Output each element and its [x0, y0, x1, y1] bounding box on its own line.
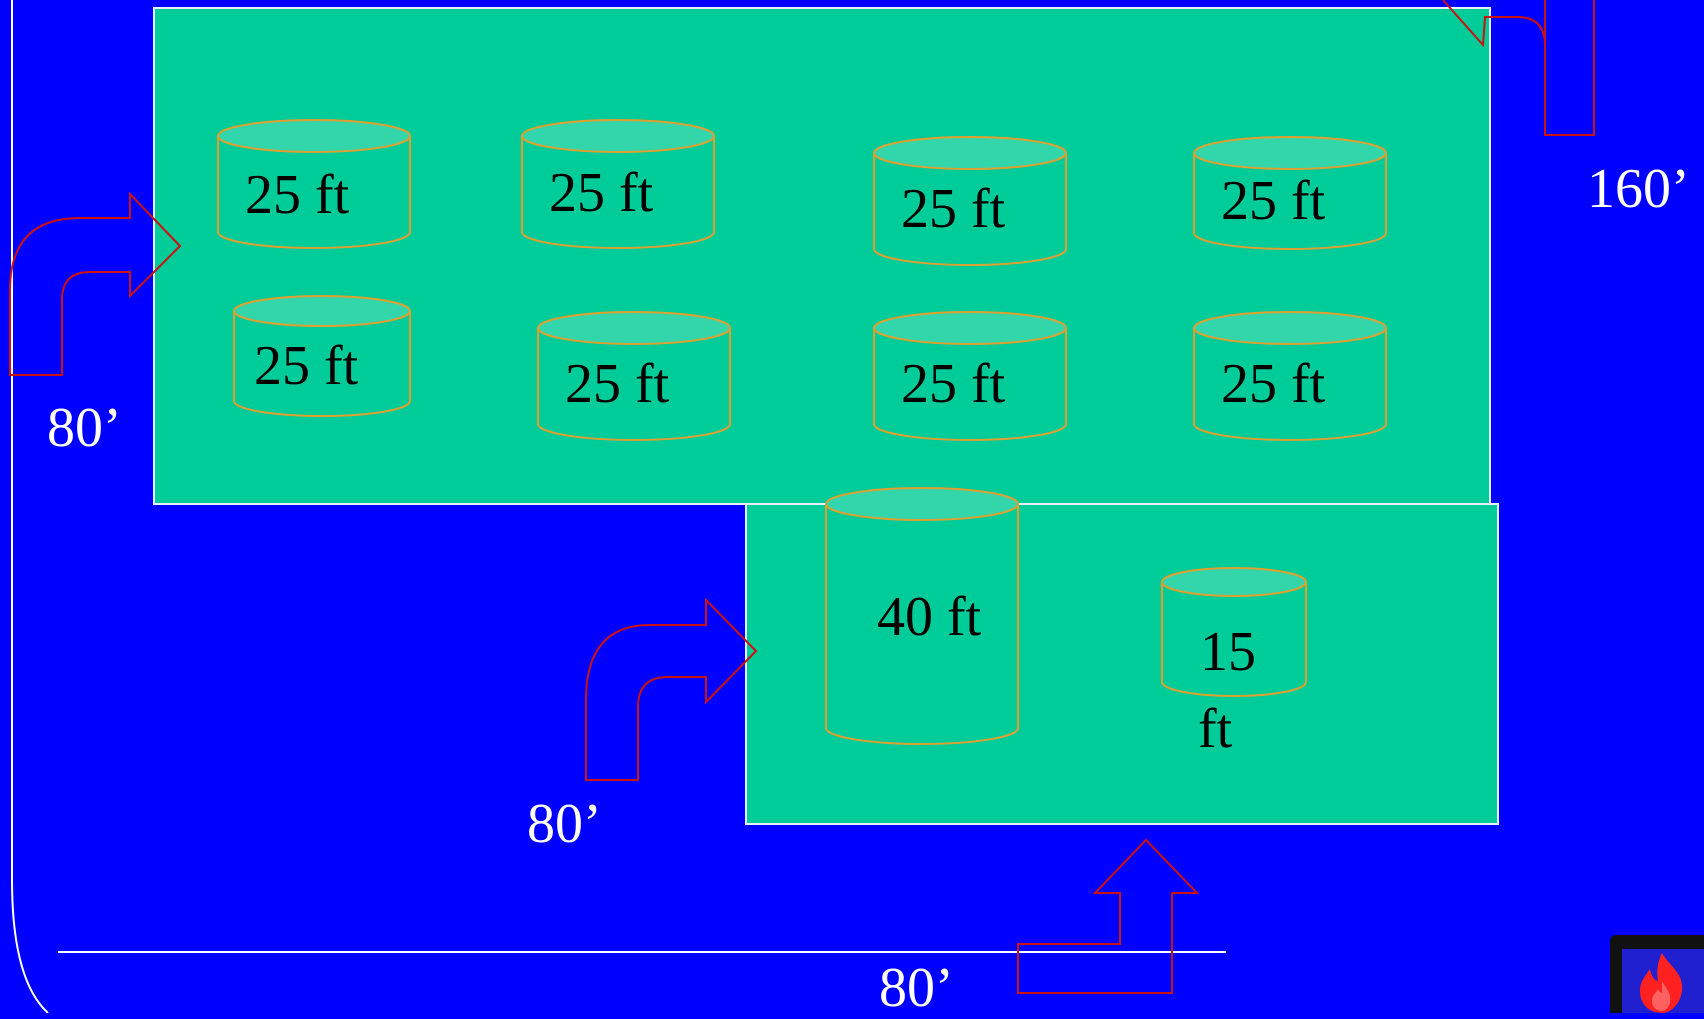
tank-label: 40 ft [877, 586, 982, 648]
tank-label: 25 ft [1221, 353, 1326, 415]
storage-tank [873, 136, 1067, 266]
approach-arrow-middle [585, 597, 758, 781]
tank-label-line1: 15 [1200, 621, 1256, 683]
storage-tank [1193, 311, 1387, 441]
storage-tank [537, 311, 731, 441]
tank-label: 25 ft [254, 335, 359, 397]
approach-arrow-top-right [1442, 0, 1595, 136]
storage-tank [825, 487, 1019, 745]
distance-label-left: 80’ [47, 397, 122, 459]
logo [1610, 935, 1704, 1013]
storage-tank [233, 295, 411, 417]
distance-label-top-right: 160’ [1587, 158, 1690, 220]
tank-label: 25 ft [245, 164, 350, 226]
storage-tank [873, 311, 1067, 441]
tank-label: 25 ft [549, 162, 654, 224]
tank-label: 25 ft [901, 353, 1006, 415]
storage-tank [1161, 567, 1307, 697]
storage-tank [521, 119, 715, 249]
approach-arrow-left [9, 191, 182, 376]
storage-tank [217, 119, 411, 249]
tank-label-line2: ft [1198, 698, 1233, 760]
distance-label-bottom: 80’ [879, 957, 954, 1019]
tank-label: 25 ft [565, 353, 670, 415]
tank-label: 25 ft [1221, 170, 1326, 232]
approach-arrow-bottom [1017, 838, 1200, 994]
storage-tank [1193, 136, 1387, 250]
distance-label-middle: 80’ [527, 793, 602, 855]
tank-label: 25 ft [901, 178, 1006, 240]
flame-icon [1640, 953, 1683, 1013]
